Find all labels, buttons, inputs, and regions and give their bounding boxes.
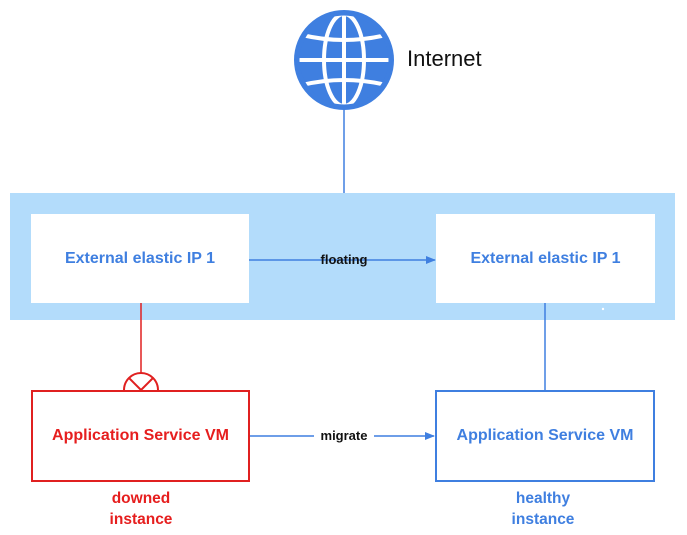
- elastic-ip-left: External elastic IP 1: [31, 214, 249, 303]
- healthy-status: healthy instance: [473, 488, 613, 530]
- migrate-label: migrate: [314, 428, 374, 443]
- elastic-ip-left-label: External elastic IP 1: [64, 249, 215, 267]
- vm-downed-label: Application Service VM: [52, 427, 229, 444]
- downed-status: downed instance: [71, 488, 211, 530]
- elastic-ip-right-label: External elastic IP 1: [470, 249, 621, 267]
- internet-label: Internet: [407, 46, 482, 71]
- floating-label: floating: [320, 252, 368, 267]
- vm-healthy-label: Application Service VM: [456, 427, 634, 444]
- healthy-status-line1: healthy: [515, 490, 571, 507]
- downed-status-line2: instance: [109, 511, 173, 528]
- vm-healthy: Application Service VM: [435, 390, 655, 482]
- healthy-status-line2: instance: [511, 511, 575, 528]
- vm-downed: Application Service VM: [31, 390, 250, 482]
- globe-icon: [294, 10, 394, 110]
- elastic-ip-right: External elastic IP 1: [436, 214, 655, 303]
- downed-status-line1: downed: [111, 490, 171, 507]
